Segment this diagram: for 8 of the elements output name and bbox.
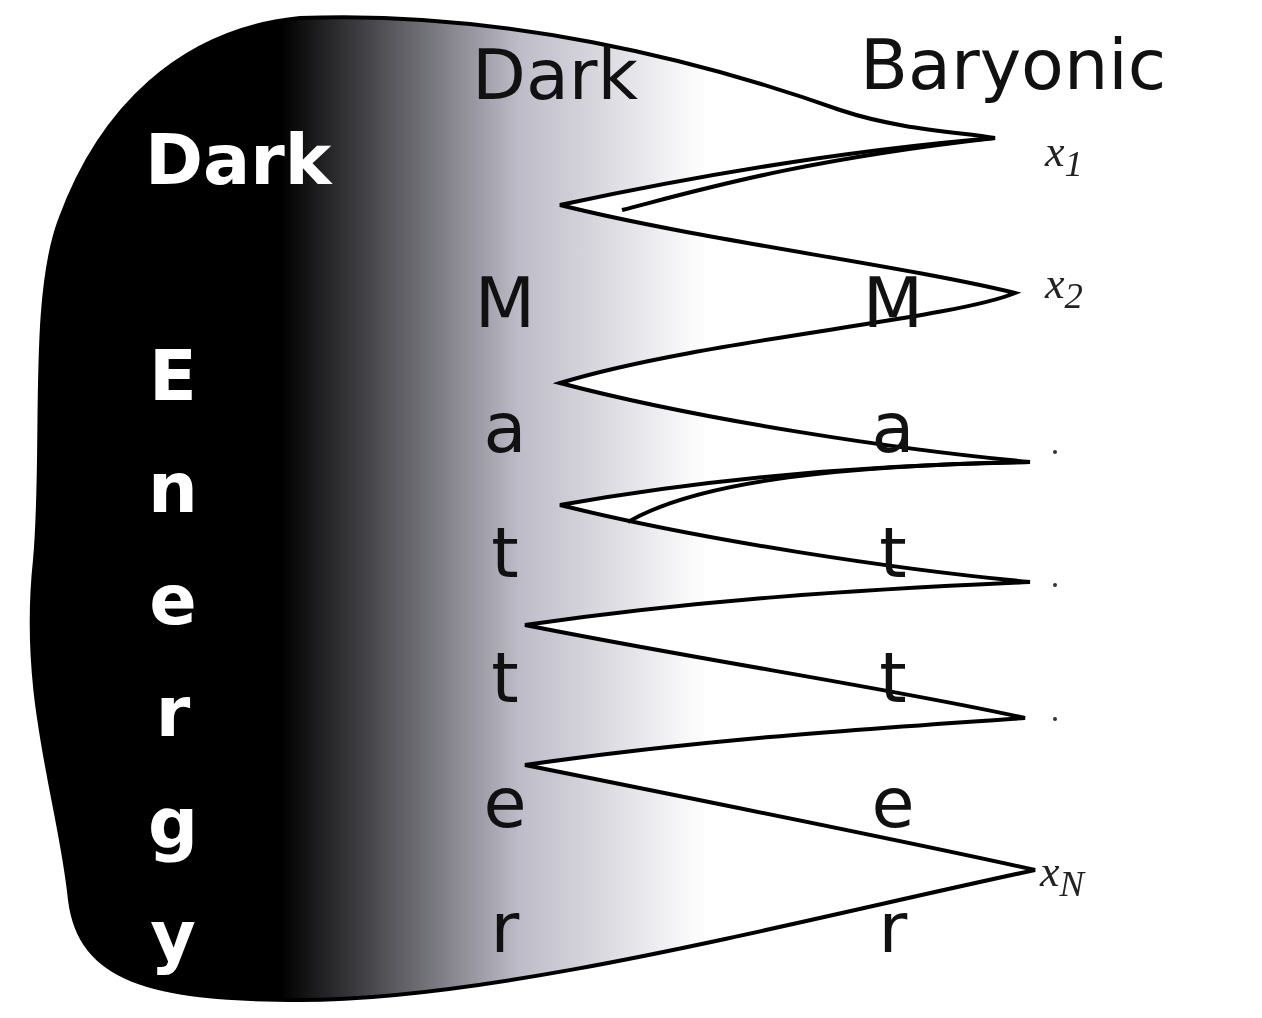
word-label: Matter [470, 262, 540, 1012]
variable-label: x$_{1}$ [1045, 130, 1083, 183]
word-label: Dark [145, 125, 332, 195]
word-label: Energy [138, 335, 208, 1007]
variable-label: x$_{2}$ [1045, 262, 1083, 315]
word-label: Dark [472, 40, 639, 110]
word-label: Matter [858, 262, 928, 1012]
variable-label: x$_{N}$ [1040, 850, 1084, 903]
